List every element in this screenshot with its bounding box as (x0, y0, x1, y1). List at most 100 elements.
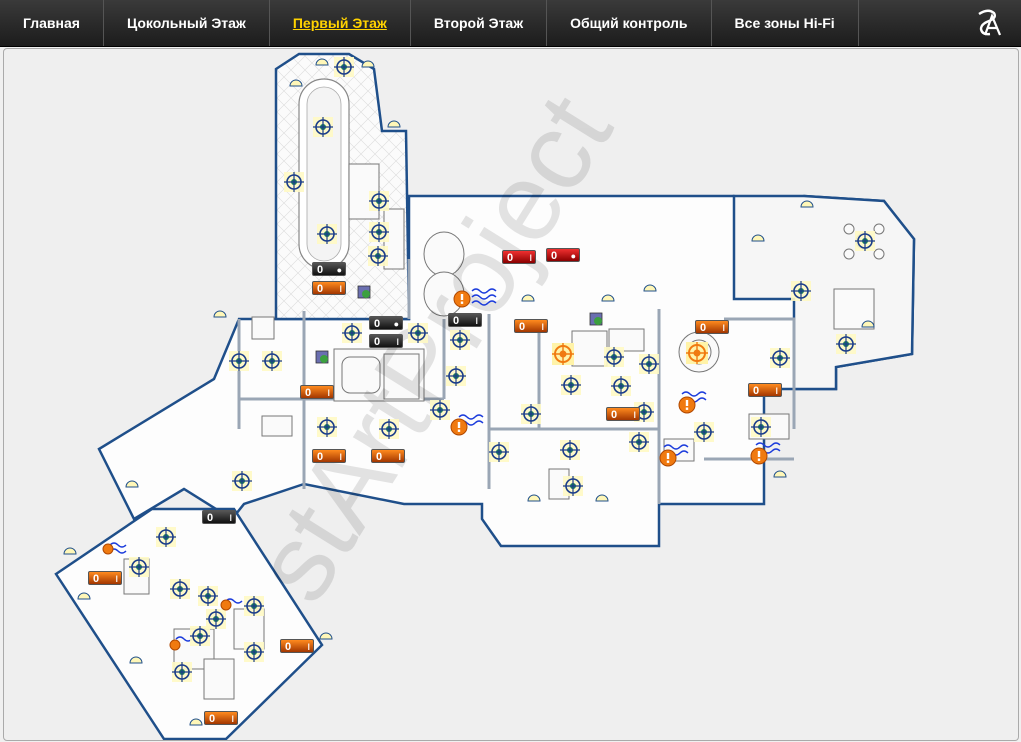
window-sensor-icon[interactable] (129, 656, 143, 664)
window-sensor-icon[interactable] (595, 494, 609, 502)
light-target-icon[interactable] (694, 422, 714, 442)
humidity-sensor-badge[interactable]: 0● (312, 262, 346, 276)
light-target-icon[interactable] (229, 351, 249, 371)
light-target-icon[interactable] (561, 375, 581, 395)
light-target-icon[interactable] (629, 432, 649, 452)
window-sensor-icon[interactable] (289, 79, 303, 87)
light-target-icon[interactable] (521, 404, 541, 424)
light-target-active-icon[interactable] (552, 343, 574, 365)
window-sensor-icon[interactable] (643, 284, 657, 292)
camera-icon[interactable] (315, 350, 329, 364)
window-sensor-icon[interactable] (387, 120, 401, 128)
light-target-icon[interactable] (369, 222, 389, 242)
light-target-icon[interactable] (450, 330, 470, 350)
light-target-icon[interactable] (342, 323, 362, 343)
light-target-icon[interactable] (751, 417, 771, 437)
light-target-icon[interactable] (244, 596, 264, 616)
camera-icon[interactable] (589, 312, 603, 326)
nav-general-control[interactable]: Общий контроль (547, 0, 712, 46)
light-target-icon[interactable] (489, 442, 509, 462)
light-target-icon[interactable] (313, 117, 333, 137)
window-sensor-icon[interactable] (773, 470, 787, 478)
light-target-icon[interactable] (317, 224, 337, 244)
light-target-icon[interactable] (639, 354, 659, 374)
light-target-icon[interactable] (262, 351, 282, 371)
light-target-icon[interactable] (317, 417, 337, 437)
alarm-warning-icon[interactable] (169, 639, 181, 651)
alarm-warning-icon[interactable] (750, 447, 768, 465)
window-sensor-icon[interactable] (527, 494, 541, 502)
light-target-icon[interactable] (446, 366, 466, 386)
window-sensor-icon[interactable] (63, 547, 77, 555)
light-target-icon[interactable] (430, 400, 450, 420)
floor-plan-map[interactable]: stArtProject (4, 49, 1018, 740)
nav-all-hifi-zones[interactable]: Все зоны Hi-Fi (712, 0, 859, 46)
light-target-icon[interactable] (408, 323, 428, 343)
light-target-icon[interactable] (563, 476, 583, 496)
light-target-icon[interactable] (129, 557, 149, 577)
floor-heating-icon[interactable] (225, 598, 243, 604)
nav-home[interactable]: Главная (0, 0, 104, 46)
light-target-icon[interactable] (770, 348, 790, 368)
light-target-icon[interactable] (379, 419, 399, 439)
alarm-warning-icon[interactable] (659, 449, 677, 467)
window-sensor-icon[interactable] (77, 592, 91, 600)
window-sensor-icon[interactable] (601, 294, 615, 302)
floor-heating-icon[interactable] (175, 636, 193, 642)
window-sensor-icon[interactable] (800, 200, 814, 208)
light-target-icon[interactable] (855, 231, 875, 251)
window-sensor-icon[interactable] (315, 58, 329, 66)
light-target-icon[interactable] (156, 527, 176, 547)
light-target-icon[interactable] (198, 586, 218, 606)
light-target-icon[interactable] (368, 246, 388, 266)
camera-icon[interactable] (357, 285, 371, 299)
light-target-icon[interactable] (190, 626, 210, 646)
light-target-icon[interactable] (611, 376, 631, 396)
light-target-icon[interactable] (334, 57, 354, 77)
alarm-warning-icon[interactable] (102, 543, 114, 555)
window-sensor-icon[interactable] (213, 310, 227, 318)
window-sensor-icon[interactable] (861, 320, 875, 328)
light-target-icon[interactable] (604, 347, 624, 367)
light-target-icon[interactable] (170, 579, 190, 599)
nav-second-floor[interactable]: Второй Этаж (411, 0, 548, 46)
light-target-icon[interactable] (206, 609, 226, 629)
light-target-icon[interactable] (244, 642, 264, 662)
window-sensor-icon[interactable] (751, 234, 765, 242)
window-sensor-icon[interactable] (521, 294, 535, 302)
floor-heating-icon[interactable] (471, 288, 497, 306)
leak-sensor-badge[interactable]: 0● (546, 248, 580, 262)
light-target-icon[interactable] (172, 662, 192, 682)
nav-basement-floor[interactable]: Цокольный Этаж (104, 0, 270, 46)
alarm-warning-icon[interactable] (453, 290, 471, 308)
window-sensor-icon[interactable] (319, 632, 333, 640)
nav-first-floor[interactable]: Первый Этаж (270, 0, 411, 46)
light-target-icon[interactable] (232, 471, 252, 491)
humidity-sensor-badge[interactable]: 0● (369, 316, 403, 330)
light-target-icon[interactable] (284, 172, 304, 192)
window-sensor-icon[interactable] (125, 480, 139, 488)
window-sensor-icon[interactable] (361, 60, 375, 68)
light-target-icon[interactable] (560, 440, 580, 460)
brand-logo-icon[interactable] (975, 9, 1001, 37)
light-target-active-icon[interactable] (686, 342, 708, 364)
alarm-warning-icon[interactable] (678, 396, 696, 414)
alarm-warning-icon[interactable] (450, 418, 468, 436)
alarm-warning-icon[interactable] (220, 599, 232, 611)
light-target-icon[interactable] (836, 334, 856, 354)
light-target-icon[interactable] (369, 191, 389, 211)
